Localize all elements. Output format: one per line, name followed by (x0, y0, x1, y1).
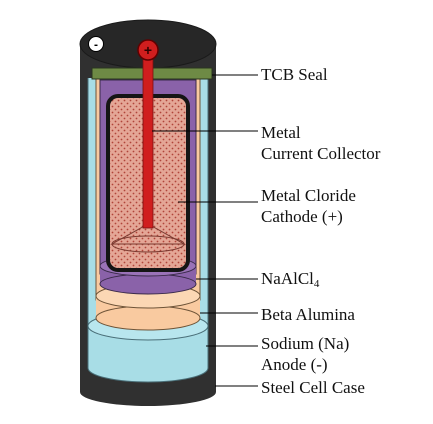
naalcl4-subscript: 4 (313, 278, 320, 290)
negative-terminal-sign: - (94, 38, 98, 52)
negative-terminal: - (88, 36, 104, 52)
label-sodium-anode: Sodium (Na) Anode (-) (261, 334, 350, 374)
positive-terminal-sign: + (144, 42, 152, 58)
positive-terminal: + (137, 39, 159, 61)
label-current-collector: Metal Current Collector (261, 123, 381, 163)
label-cathode: Metal Cloride Cathode (+) (261, 186, 356, 226)
naalcl4-base-text: NaAlCl (261, 269, 314, 288)
label-beta-alumina: Beta Alumina (261, 305, 355, 324)
leader-lines (152, 74, 258, 387)
label-steel-case: Steel Cell Case (261, 378, 365, 397)
metal-current-collector (142, 51, 154, 229)
label-tcb-seal: TCB Seal (261, 65, 328, 84)
label-naalcl4: NaAlCl4 (261, 268, 320, 290)
